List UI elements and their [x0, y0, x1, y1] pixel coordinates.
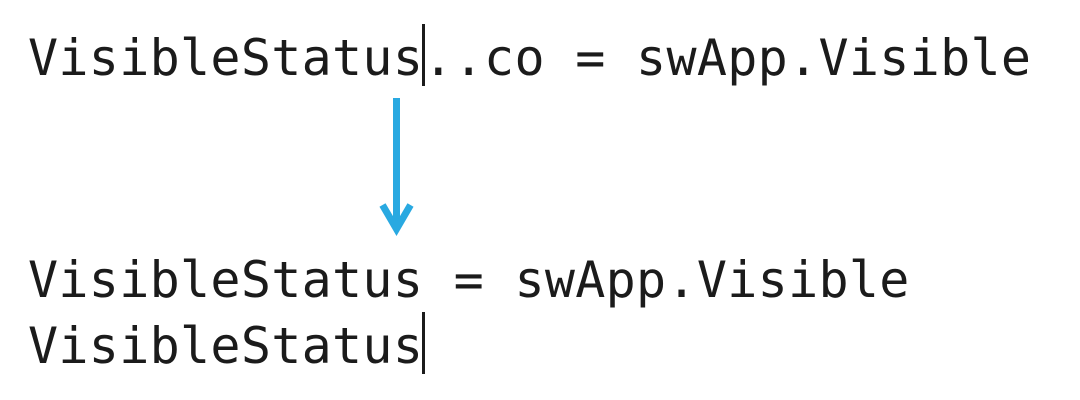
after-code-line-1-text: VisibleStatus = swApp.Visible [28, 251, 910, 309]
down-arrow-icon [379, 98, 414, 236]
down-arrow-head [379, 203, 414, 236]
text-cursor-bar [422, 24, 426, 86]
text-cursor-bar [422, 312, 426, 374]
before-code-post-cursor-text: ..co = swApp.Visible [423, 29, 1032, 87]
after-code-line-2: VisibleStatus [28, 312, 426, 379]
after-code-line-1: VisibleStatus = swApp.Visible [28, 247, 910, 313]
before-code-pre-cursor-text: VisibleStatus [28, 29, 424, 87]
before-code-line: VisibleStatus..co = swApp.Visible [28, 24, 1032, 91]
after-code-line-2-text: VisibleStatus [28, 317, 424, 375]
